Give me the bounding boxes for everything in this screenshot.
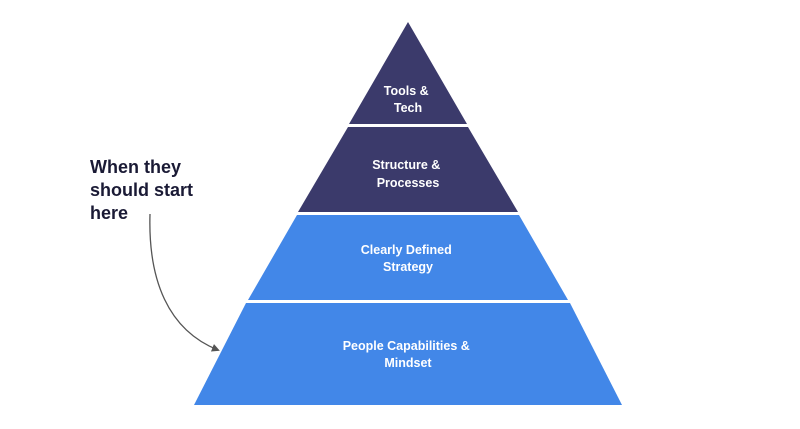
tier-label: People Capabilities & Mindset [343,339,474,370]
annotation-arrow [149,213,220,352]
tier-label: Structure & Processes [372,158,444,190]
tier-shape [248,215,568,300]
tier-shape [349,22,467,124]
annotation-text: When they should start here [90,156,250,225]
tier-label-line-1: Clearly Defined [361,243,452,257]
pyramid-tier-people-mindset: People Capabilities & Mindset [194,303,622,405]
tier-label: Clearly Defined Strategy [361,243,456,274]
tier-label-line-2: Mindset [384,356,432,370]
tier-label-line-2: Strategy [383,260,433,274]
tier-shape [298,127,518,212]
annotation-line-1: When they [90,157,182,177]
tier-label-line-2: Processes [377,176,440,190]
pyramid-tier-tools-tech: Tools & Tech [349,22,467,124]
pyramid-tier-structure-processes: Structure & Processes [298,127,518,212]
tier-label-line-1: Structure & [372,158,440,172]
tier-label: Tools & Tech [384,84,432,115]
pyramid-tier-strategy: Clearly Defined Strategy [248,215,568,300]
tier-label-line-1: Tools & [384,84,429,98]
tier-label-line-2: Tech [394,101,422,115]
tier-shape [194,303,622,405]
tier-label-line-1: People Capabilities & [343,339,470,353]
annotation-line-3: here [90,203,129,223]
annotation-line-2: should start [90,180,194,200]
